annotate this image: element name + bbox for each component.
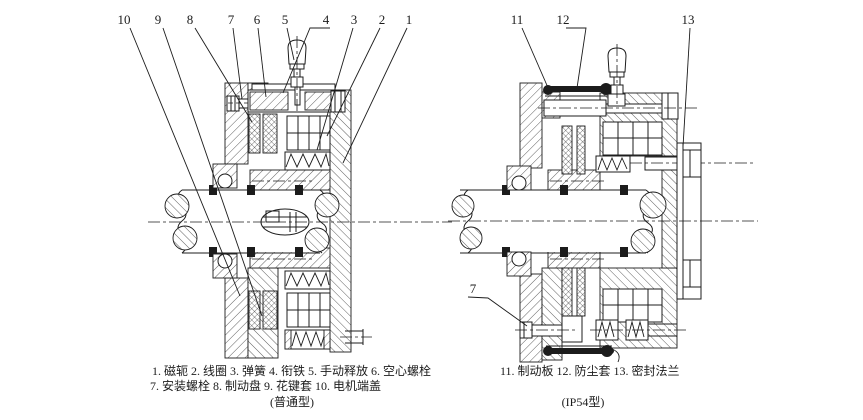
callouts-right: 11 12 13 7 [470, 12, 695, 296]
legend-left-line2: 7. 安装螺栓 8. 制动盘 9. 花键套 10. 电机端盖 [150, 378, 381, 393]
hand-release-knob-right [607, 44, 627, 107]
type-label-right: (IP54型) [562, 395, 605, 409]
brake-disc-linings [248, 113, 278, 330]
end-cover [224, 82, 279, 359]
callout-10: 10 [118, 12, 131, 27]
callout-7: 7 [228, 12, 235, 27]
install-bolt-bottom [515, 315, 583, 343]
spring-top-right [595, 155, 631, 173]
callout-1: 1 [406, 12, 413, 27]
leader-lines-left [129, 27, 408, 317]
left-section-view [148, 36, 452, 359]
bearing-bottom-right [506, 251, 532, 277]
shaft-right [451, 185, 667, 257]
brake-disc-linings-right [561, 125, 586, 317]
callout-5: 5 [282, 12, 289, 27]
callout-8: 8 [187, 12, 194, 27]
magnet-yoke [329, 89, 352, 353]
shaft [164, 185, 340, 257]
callout-12: 12 [557, 12, 570, 27]
right-section-view [448, 44, 758, 363]
coil-top [286, 115, 331, 151]
callout-11: 11 [511, 12, 524, 27]
coil-top-right [602, 121, 663, 156]
legend-left-line1: 1. 磁轭 2. 线圈 3. 弹簧 4. 衔铁 5. 手动释放 6. 空心螺栓 [152, 363, 431, 378]
type-label-left: (普通型) [270, 395, 314, 409]
callout-6: 6 [254, 12, 261, 27]
springs-bottom [284, 270, 331, 350]
callout-9: 9 [155, 12, 162, 27]
dust-cover-top [543, 83, 614, 97]
leader-lines-right [467, 27, 691, 327]
bearing-top-right [506, 165, 532, 191]
end-cover-right [519, 82, 563, 363]
bottom-stub-bolt [340, 329, 372, 345]
spring-top [284, 151, 331, 171]
bearing-bottom [212, 253, 238, 279]
callout-13: 13 [682, 12, 695, 27]
callout-2: 2 [379, 12, 386, 27]
callouts-left: 10 9 8 7 6 5 4 3 2 1 [118, 12, 413, 27]
top-bolt-right [538, 92, 700, 120]
springs-bottom-right [590, 319, 688, 341]
callout-4: 4 [323, 12, 330, 27]
callout-3: 3 [351, 12, 358, 27]
callout-7-right: 7 [470, 281, 477, 296]
coil-bottom [286, 292, 331, 328]
legend-right-line1: 11. 制动板 12. 防尘套 13. 密封法兰 [500, 363, 680, 378]
legend: 1. 磁轭 2. 线圈 3. 弹簧 4. 衔铁 5. 手动释放 6. 空心螺栓 … [150, 363, 680, 409]
coil-bottom-right [602, 288, 663, 323]
dust-cover-bottom [543, 345, 620, 363]
hand-release-knob [287, 36, 307, 112]
